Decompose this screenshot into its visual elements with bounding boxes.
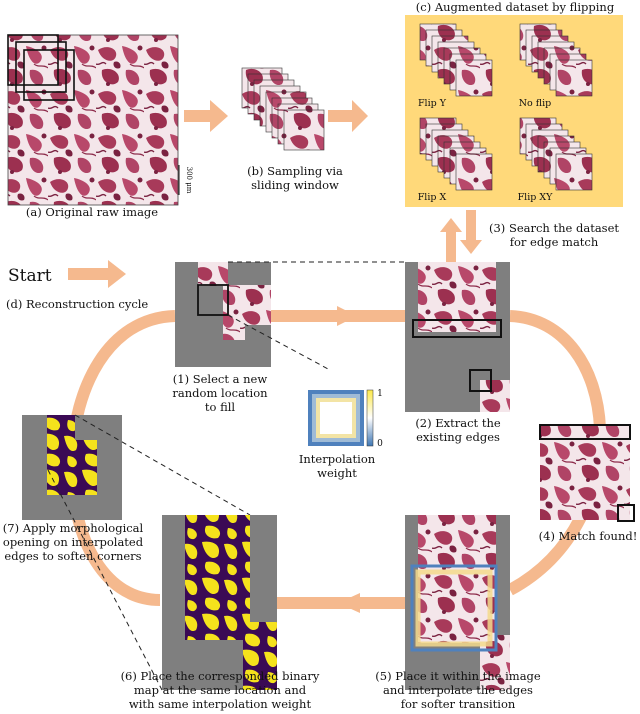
label-flip-y: Flip Y xyxy=(418,98,447,109)
label-original: (a) Original raw image xyxy=(26,205,158,219)
step1-panel xyxy=(175,262,271,367)
label-step6-1: (6) Place the corresponded binary xyxy=(121,669,320,683)
zoom-line-7a xyxy=(74,414,251,516)
arrow-search-up xyxy=(440,218,462,262)
diagram-labels: (a) Original raw image 300 μm (b) Sampli… xyxy=(3,0,638,711)
label-flip-xy: Flip XY xyxy=(518,192,554,203)
interp-inner xyxy=(415,569,493,647)
label-step7-2: opening on interpolated xyxy=(3,535,144,549)
label-step6-2: map at the same location and xyxy=(134,683,307,697)
zoom-line-1b xyxy=(227,314,331,371)
selected-location-box xyxy=(197,284,229,316)
label-step1-1: (1) Select a new xyxy=(173,372,268,386)
label-sampling-2: sliding window xyxy=(251,178,339,192)
label-step2-2: existing edges xyxy=(416,430,500,444)
window-box-2 xyxy=(15,41,67,93)
no-flip-tiles-tile xyxy=(555,59,593,97)
corner-edge-box xyxy=(469,369,492,392)
top-edge-box xyxy=(412,319,502,338)
arrow-search-down xyxy=(460,210,482,254)
step4-match xyxy=(539,424,635,522)
step6-panel xyxy=(162,515,277,690)
arrow-sampling-to-dataset xyxy=(328,100,368,132)
label-step5-2: and interpolate the edges xyxy=(383,683,533,697)
step5-panel xyxy=(405,515,510,690)
label-step5-1: (5) Place it within the image xyxy=(375,669,541,683)
flip-x-tiles-tile xyxy=(455,153,493,191)
label-interp-1: Interpolation xyxy=(299,452,376,466)
label-step1-3: to fill xyxy=(205,400,236,414)
label-flip-x: Flip X xyxy=(418,192,447,203)
label-no-flip: No flip xyxy=(519,98,552,109)
label-step2-1: (2) Extract the xyxy=(415,416,501,430)
label-cb-max: 1 xyxy=(377,389,383,399)
flip-y-tiles xyxy=(419,23,493,97)
original-raw-image xyxy=(7,34,180,206)
label-step5-3: for softer transition xyxy=(401,697,516,711)
label-step7-1: (7) Apply morphological xyxy=(3,521,144,535)
interpolation-weight xyxy=(308,389,374,447)
label-interp-2: weight xyxy=(317,466,357,480)
window-box-3 xyxy=(23,49,75,101)
label-step1-2: random location xyxy=(172,386,268,400)
step7-panel xyxy=(22,415,122,520)
label-scale: 300 μm xyxy=(185,167,193,194)
flip-xy-tiles-tile xyxy=(555,153,593,191)
label-augmented: (c) Augmented dataset by flipping xyxy=(416,0,615,14)
arrow-original-to-sampling xyxy=(184,100,228,132)
label-start: Start xyxy=(8,266,52,286)
label-step6-3: with same interpolation weight xyxy=(129,697,312,711)
label-cb-min: 0 xyxy=(377,439,383,449)
label-cycle: (d) Reconstruction cycle xyxy=(6,297,148,311)
label-search-1: (3) Search the dataset xyxy=(489,221,619,235)
augmented-dataset xyxy=(405,15,623,207)
interp-outer xyxy=(410,564,498,652)
sampling-tiles-tile xyxy=(283,109,325,151)
sampling-stack xyxy=(241,67,325,151)
no-flip-tiles xyxy=(519,23,593,97)
label-search-2: for edge match xyxy=(510,235,599,249)
flip-xy-tiles xyxy=(519,117,593,191)
label-sampling-1: (b) Sampling via xyxy=(247,164,343,178)
step2-panel xyxy=(405,262,510,412)
window-box-1 xyxy=(7,34,59,86)
label-step4: (4) Match found! xyxy=(539,529,638,543)
sampling-tiles xyxy=(241,67,325,151)
colorbar xyxy=(366,389,374,447)
arrow-start xyxy=(68,260,126,288)
flip-x-tiles xyxy=(419,117,493,191)
label-step7-3: edges to soften corners xyxy=(4,549,141,563)
flip-y-tiles-tile xyxy=(455,59,493,97)
